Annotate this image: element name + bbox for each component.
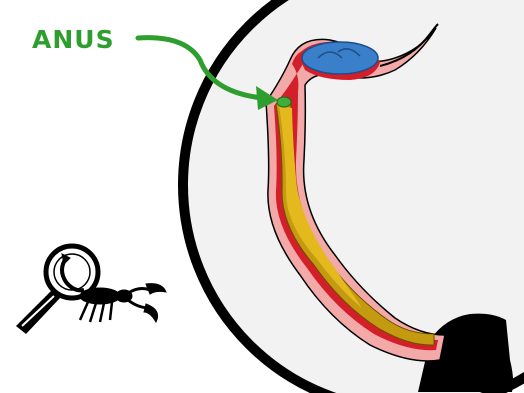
anus-marker <box>277 97 291 107</box>
anus-label: ANUS <box>32 25 115 54</box>
stomach-inner <box>302 42 378 74</box>
